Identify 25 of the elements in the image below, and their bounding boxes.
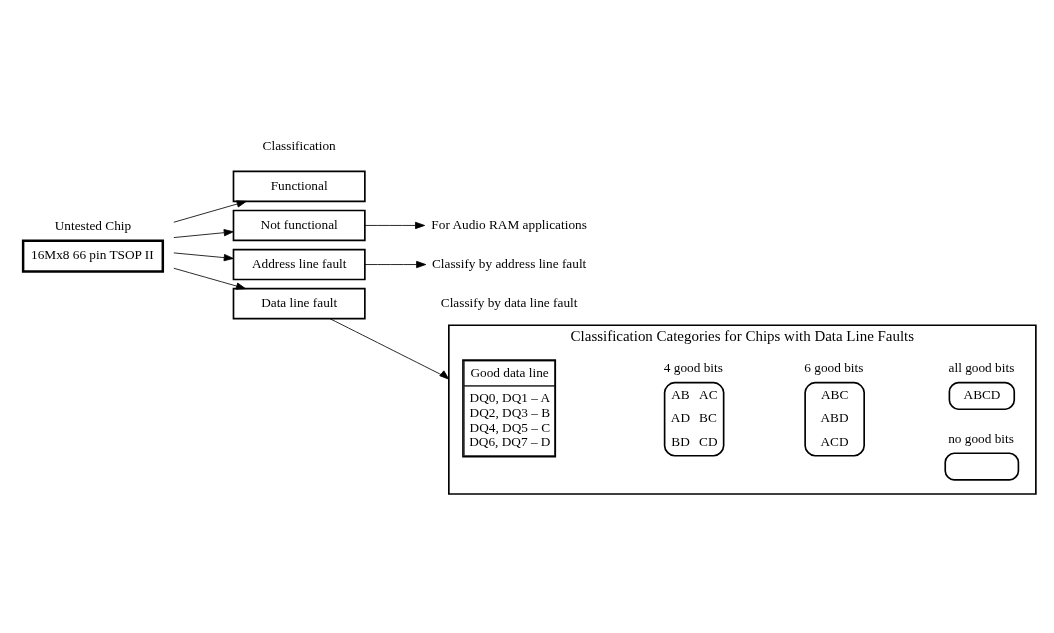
arrow: [173, 267, 246, 290]
node-box: Functional: [232, 170, 366, 203]
node-label: 4 good bits: [663, 360, 723, 376]
node-box: Address line fault: [232, 248, 366, 281]
label: Classify by data line fault: [440, 294, 578, 310]
node-label: Untested Chip: [54, 218, 132, 234]
node-box: AB AC AD BC BD CD: [663, 381, 725, 457]
node-text: Classify by address line fault: [431, 255, 587, 271]
arrow: [364, 221, 425, 230]
node-box: Data line fault: [232, 287, 366, 320]
node-box: Not functional: [232, 209, 366, 242]
node-box: [944, 452, 1020, 481]
arrow: [364, 260, 427, 269]
node-label: no good bits: [948, 431, 1014, 447]
label: Classification: [262, 138, 336, 154]
node-label: all good bits: [948, 360, 1015, 376]
node-box: ABC ABD ACD: [804, 381, 865, 457]
node-label: 6 good bits: [804, 360, 864, 376]
arrow: [173, 252, 234, 262]
node-box: ABCD: [948, 381, 1016, 411]
arrow: [329, 318, 450, 380]
arrow: [173, 200, 247, 223]
arrow: [173, 229, 234, 238]
node-box: 16Mx8 66 pin TSOP II: [21, 239, 165, 273]
node-text: For Audio RAM applications: [431, 216, 587, 232]
